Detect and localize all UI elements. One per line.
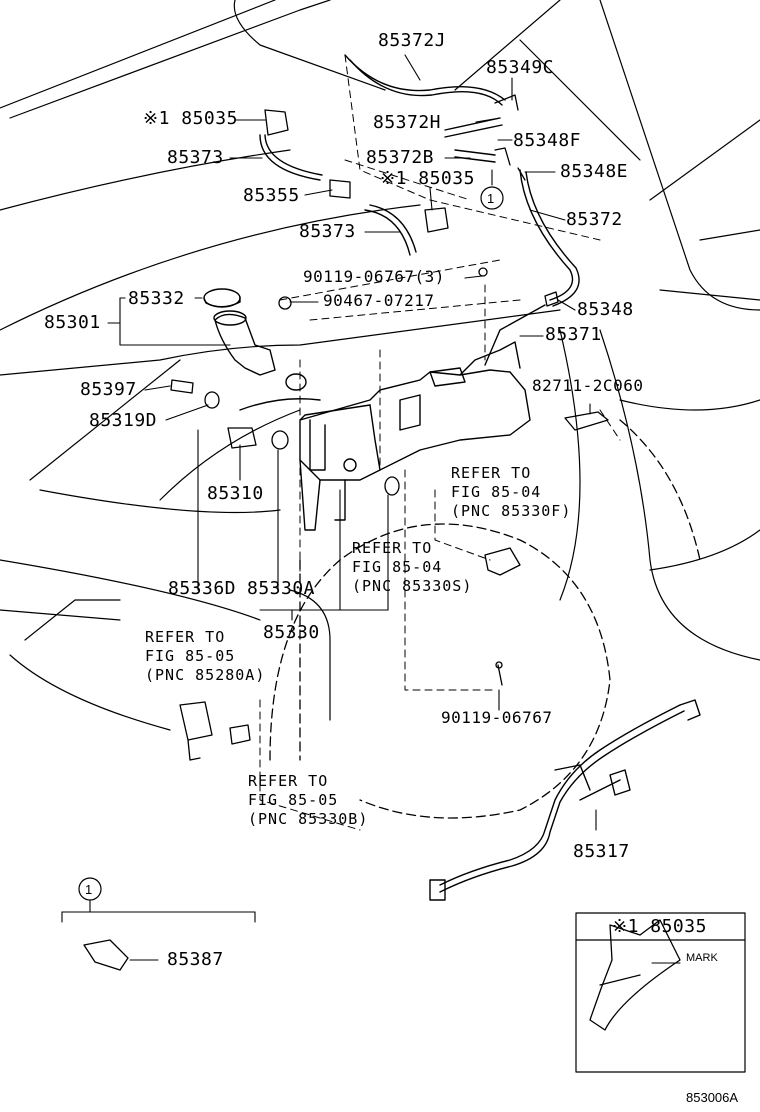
inset-box — [575, 912, 746, 1073]
part-label-85330A: 85330A — [247, 578, 316, 599]
washer-tank — [299, 341, 531, 531]
part-label-85332: 85332 — [128, 288, 185, 309]
part-label-85373-a: 85373 — [167, 147, 224, 168]
vehicle-body-outline — [0, 0, 760, 731]
part-label-90467-07217: 90467-07217 — [323, 291, 435, 310]
part-label-85372J: 85372J — [378, 30, 447, 51]
inset-title: ※1 85035 — [612, 916, 707, 937]
part-label-85397: 85397 — [80, 379, 137, 400]
part-label-85372H: 85372H — [373, 112, 442, 133]
part-label-85310: 85310 — [207, 483, 264, 504]
part-label-90119-06767: 90119-06767 — [441, 708, 553, 727]
wire-harness — [429, 699, 701, 901]
part-label-85319D: 85319D — [89, 410, 158, 431]
part-label-85348F: 85348F — [513, 130, 582, 151]
washer-hoses — [239, 54, 580, 411]
part-label-85372: 85372 — [566, 209, 623, 230]
part-label-85349C: 85349C — [486, 57, 555, 78]
refer-note-85330B: REFER TO FIG 85-05 (PNC 85330B) — [248, 772, 369, 828]
part-label-85348E: 85348E — [560, 161, 629, 182]
inset-mark-label: MARK — [686, 952, 718, 964]
part-label-90119-06767-3: 90119-06767(3) — [303, 267, 445, 286]
refer-note-85330F: REFER TO FIG 85-04 (PNC 85330F) — [451, 464, 572, 520]
callout-circle-1-legend — [78, 877, 102, 901]
part-label-85035-b: ※1 85035 — [380, 168, 475, 189]
part-label-85348: 85348 — [577, 299, 634, 320]
part-label-85371: 85371 — [545, 324, 602, 345]
callout-number-legend: 1 — [85, 882, 93, 897]
callout-number: 1 — [487, 191, 495, 206]
small-parts — [83, 94, 681, 1031]
part-label-85387: 85387 — [167, 949, 224, 970]
part-label-85301: 85301 — [44, 312, 101, 333]
filler-neck — [203, 288, 307, 391]
refer-note-85330S: REFER TO FIG 85-04 (PNC 85330S) — [352, 539, 473, 595]
refer-note-85280A: REFER TO FIG 85-05 (PNC 85280A) — [145, 628, 266, 684]
part-label-85355: 85355 — [243, 185, 300, 206]
part-label-85317: 85317 — [573, 841, 630, 862]
dashed-leaders — [259, 54, 621, 831]
leader-lines — [61, 54, 681, 964]
callout-circle-1 — [480, 186, 504, 210]
part-label-85336D: 85336D — [168, 578, 237, 599]
drawing-id: 853006A — [686, 1090, 739, 1105]
part-label-85330: 85330 — [263, 622, 320, 643]
part-label-85372B: 85372B — [366, 147, 435, 168]
part-label-85035-a: ※1 85035 — [143, 108, 238, 129]
part-label-85373-b: 85373 — [299, 221, 356, 242]
part-label-82711-2C060: 82711-2C060 — [532, 376, 644, 395]
